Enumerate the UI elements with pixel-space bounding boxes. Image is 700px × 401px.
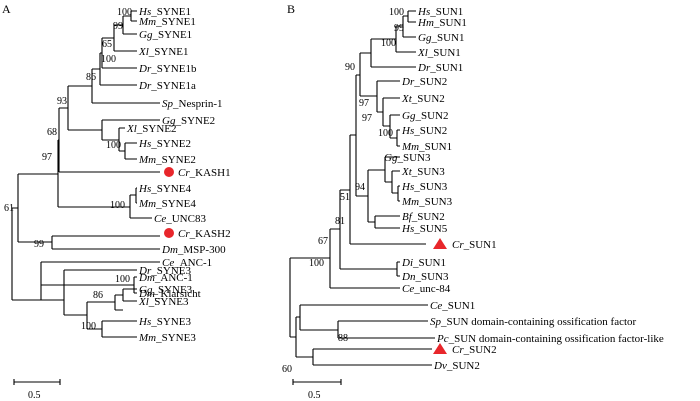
leaf-b-18: Dn_SUN3 xyxy=(401,271,449,283)
leaf-a-14: Ce_UNC83 xyxy=(154,213,206,225)
leaf-labels-b: Hs_SUN1 Hm_SUN1 Gg_SUN1 Xl_SUN1 Dr_SUN1 … xyxy=(384,6,664,372)
bootstrap-b-0: 100 xyxy=(389,7,404,18)
leaf-a-23: Hs_SYNE3 xyxy=(138,316,191,328)
scale-bar-b xyxy=(292,379,342,385)
leaf-labels-a: Hs_SYNE1 Mm_SYNE1 Gg_SYNE1 Xl_SYNE1 Dr_S… xyxy=(126,6,231,344)
leaf-a-18: Dm_ANC-1 xyxy=(138,272,193,284)
leaf-a-19: Dm_Klarsicht xyxy=(138,288,201,300)
leaf-a-16: Dm_MSP-300 xyxy=(161,244,226,256)
bootstrap-a-2: 65 xyxy=(102,39,112,50)
bootstrap-a-4: 86 xyxy=(86,72,96,83)
leaf-b-11: Xt_SUN3 xyxy=(401,166,445,178)
bootstrap-a-10: 61 xyxy=(4,203,14,214)
leaf-a-1: Mm_SYNE1 xyxy=(138,16,196,28)
scale-label-b: 0.5 xyxy=(308,390,321,401)
bootstrap-b-5: 97 xyxy=(362,113,372,124)
tree-a-branches xyxy=(11,10,160,338)
leaf-a-15: Cr_KASH2 xyxy=(178,228,231,240)
bootstrap-b-8: 51 xyxy=(340,192,350,203)
bootstrap-b-12: 88 xyxy=(338,333,348,344)
bootstrap-b-3: 90 xyxy=(345,62,355,73)
bootstrap-a-13: 86 xyxy=(93,290,103,301)
bootstrap-b-7: 94 xyxy=(355,182,365,193)
bootstrap-a-6: 100 xyxy=(106,140,121,151)
leaf-a-20-visible: Dr_SYNE3 xyxy=(138,265,191,277)
leaf-a-9: Hs_SYNE2 xyxy=(138,138,191,150)
panel-b-label: B xyxy=(287,2,295,16)
leaf-a-8: Xl_SYNE2 xyxy=(126,123,177,135)
leaf-a-6: Sp_Nesprin-1 xyxy=(162,98,223,110)
leaf-a-17: Ce_ANC-1 xyxy=(162,257,212,269)
bootstrap-a-9: 100 xyxy=(110,200,125,211)
leaf-b-24: Dv_SUN2 xyxy=(433,360,480,372)
marker-triangle-cr-sun2 xyxy=(433,343,447,354)
bootstrap-a-11: 99 xyxy=(34,239,44,250)
leaf-a-3: Xl_SYNE1 xyxy=(138,46,189,58)
leaf-a-21: Gg_SYNE3 xyxy=(139,284,193,296)
leaf-b-10: Gg_SUN3 xyxy=(384,152,431,164)
leaf-a-13: Mm_SYNE4 xyxy=(138,198,196,210)
bootstrap-b-4: 97 xyxy=(359,98,369,109)
marker-triangle-cr-sun1 xyxy=(433,238,447,249)
leaf-b-13: Mm_SUN3 xyxy=(401,196,453,208)
leaf-b-14: Bf_SUN2 xyxy=(402,211,445,223)
leaf-b-20: Ce_SUN1 xyxy=(430,300,475,312)
bootstrap-b-10: 67 xyxy=(318,236,328,247)
bootstrap-a-1: 99 xyxy=(113,21,123,32)
leaf-a-11: Cr_KASH1 xyxy=(178,167,231,179)
bootstrap-a-8: 97 xyxy=(42,152,52,163)
leaf-a-12: Hs_SYNE4 xyxy=(138,183,191,195)
leaf-b-2: Gg_SUN1 xyxy=(418,32,464,44)
bootstrap-a-12: 100 xyxy=(115,274,130,285)
leaf-b-19: Ce_unc-84 xyxy=(402,283,451,295)
bootstrap-b-6: 100 xyxy=(378,128,393,139)
leaf-b-12: Hs_SUN3 xyxy=(401,181,448,193)
leaf-a-22: Xl_SYNE3 xyxy=(138,296,189,308)
bootstrap-a-0: 100 xyxy=(117,7,132,18)
bootstrap-a-5: 93 xyxy=(57,96,67,107)
bootstrap-b-13: 60 xyxy=(282,364,292,375)
leaf-b-16: Cr_SUN1 xyxy=(452,239,497,251)
leaf-b-8: Hs_SUN2 xyxy=(401,125,447,137)
leaf-a-0: Hs_SYNE1 xyxy=(138,6,191,18)
bootstrap-b-9: 81 xyxy=(335,216,345,227)
leaf-a-4: Dr_SYNE1b xyxy=(138,63,197,75)
bootstrap-a-14: 100 xyxy=(81,321,96,332)
leaf-b-5: Dr_SUN2 xyxy=(401,76,447,88)
leaf-b-15: Hs_SUN5 xyxy=(401,223,448,235)
bootstrap-b-11: 100 xyxy=(309,258,324,269)
leaf-b-1: Hm_SUN1 xyxy=(417,17,467,29)
bootstrap-b-1: 99 xyxy=(394,23,404,34)
marker-circle-kash2 xyxy=(164,228,174,238)
tree-b-branches xyxy=(289,10,435,366)
leaf-a-2: Gg_SYNE1 xyxy=(139,29,192,41)
panel-b: B 100 99 100 90 97 97 100 94 51 81 67 10… xyxy=(282,2,664,401)
leaf-a-10: Mm_SYNE2 xyxy=(138,154,196,166)
leaf-b-21: Sp_SUN domain-containing ossification fa… xyxy=(430,316,637,328)
panel-a-label: A xyxy=(2,2,11,16)
bootstrap-b-2: 100 xyxy=(381,38,396,49)
marker-circle-kash1 xyxy=(164,167,174,177)
leaf-b-23: Cr_SUN2 xyxy=(452,344,497,356)
scale-label-a: 0.5 xyxy=(28,390,41,401)
scale-bar-a xyxy=(13,379,61,385)
leaf-b-22: Pc_SUN domain-containing ossification fa… xyxy=(436,333,664,345)
leaf-b-6: Xt_SUN2 xyxy=(401,93,445,105)
leaf-b-9: Mm_SUN1 xyxy=(401,141,452,153)
leaf-b-4: Dr_SUN1 xyxy=(417,62,463,74)
bootstrap-a-7: 68 xyxy=(47,127,57,138)
leaf-b-0: Hs_SUN1 xyxy=(417,6,463,18)
leaf-b-17: Di_SUN1 xyxy=(401,257,446,269)
leaf-a-24: Mm_SYNE3 xyxy=(138,332,196,344)
leaf-a-7: Gg_SYNE2 xyxy=(162,115,215,127)
panel-a: A 100 99 65 100 86 93 100 68 97 100 61 9… xyxy=(2,2,231,401)
leaf-b-7: Gg_SUN2 xyxy=(402,110,448,122)
bootstrap-a-3: 100 xyxy=(101,54,116,65)
leaf-a-5: Dr_SYNE1a xyxy=(138,80,196,92)
leaf-b-3: Xl_SUN1 xyxy=(417,47,461,59)
